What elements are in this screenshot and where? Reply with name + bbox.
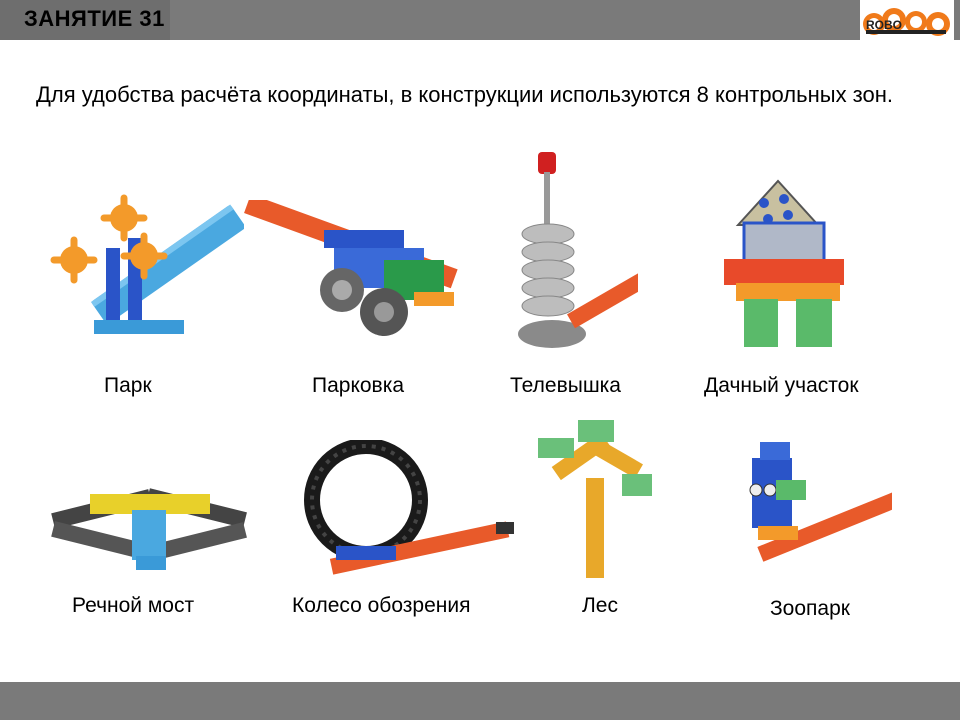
zone-label-cottage: Дачный участок: [704, 374, 859, 397]
footer-bar: [0, 682, 960, 720]
cottage-model: [724, 179, 844, 347]
header-bar: ЗАНЯТИЕ 31 ROBO: [0, 0, 960, 44]
ferris-wheel-model: [304, 440, 514, 575]
slide-title: ЗАНЯТИЕ 31: [24, 6, 165, 31]
zone-label-ferris-wheel: Колесо обозрения: [292, 594, 471, 617]
zone-label-park: Парк: [104, 374, 152, 397]
river-bridge-model: [51, 488, 247, 570]
zone-label-parking: Парковка: [312, 374, 405, 397]
logo-text: ROBO: [866, 18, 902, 32]
parking-model: [244, 200, 458, 336]
robo-logo-icon: ROBO: [863, 8, 950, 36]
zone-label-river-bridge: Речной мост: [72, 594, 195, 617]
zoo-model: [749, 442, 892, 562]
intro-paragraph: Для удобства расчёта координаты, в конст…: [36, 82, 894, 107]
forest-model: [538, 420, 652, 578]
zone-label-forest: Лес: [582, 594, 618, 617]
zone-label-zoo: Зоопарк: [770, 597, 850, 620]
tv-tower-model: [518, 152, 638, 348]
park-model: [50, 194, 244, 334]
zone-label-tv-tower: Телевышка: [510, 374, 621, 397]
header-title-strip: [0, 0, 170, 40]
robo-logo: ROBO: [860, 0, 954, 44]
